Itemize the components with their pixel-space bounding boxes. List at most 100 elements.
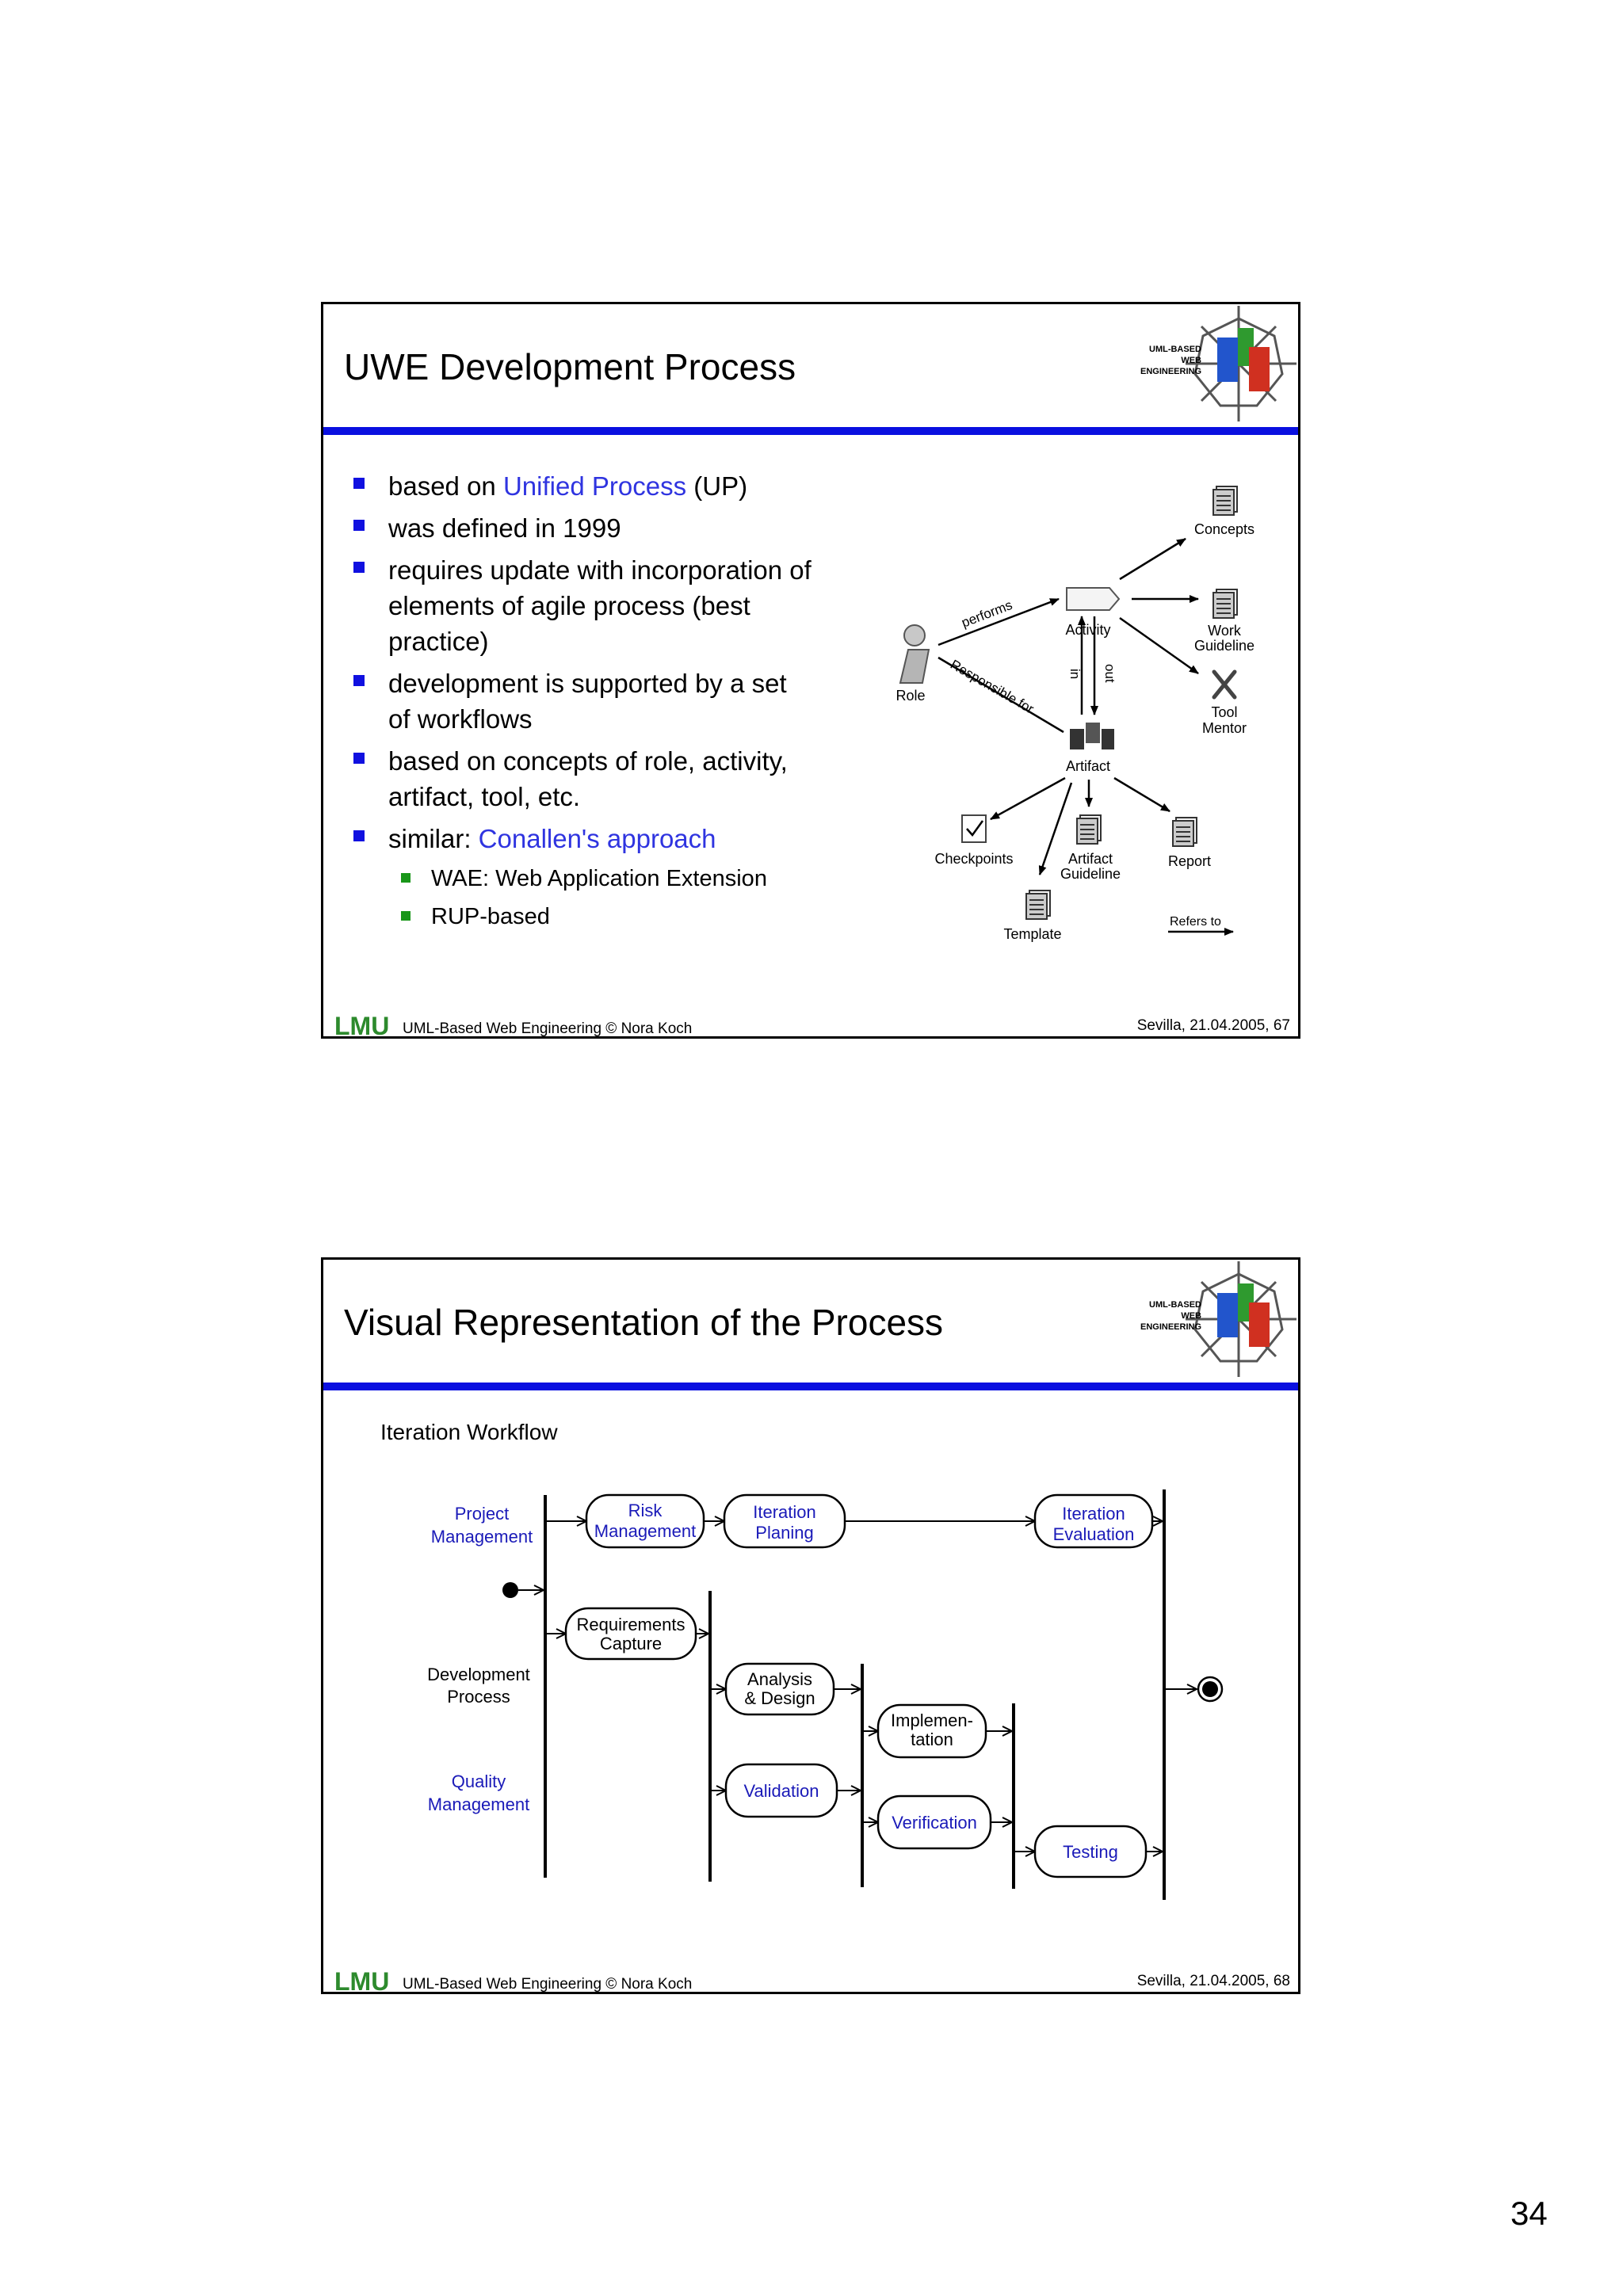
sub-bullet-square-icon	[401, 911, 411, 921]
tool-mentor-icon	[1212, 669, 1237, 700]
verification-label: Verification	[892, 1813, 977, 1833]
activity-to-concepts-arrow	[1119, 537, 1186, 581]
logo-line-2: WEB	[1181, 356, 1201, 365]
bullet-item: development is supported by a set of wor…	[352, 666, 812, 737]
logo-line-1: UML-BASED	[1149, 345, 1201, 354]
template-label: Template	[1003, 926, 1061, 942]
artifact-to-template-arrow	[1038, 782, 1073, 875]
responsible-for-label: Responsible for	[948, 657, 1037, 717]
conallens-approach-link[interactable]: Conallen's approach	[478, 824, 716, 853]
sub-bullet-item: RUP-based	[352, 901, 812, 933]
bullet-square-icon	[353, 753, 365, 764]
role-icon	[899, 624, 930, 684]
slide-title: UWE Development Process	[344, 346, 796, 387]
bullet-item: based on Unified Process (UP)	[352, 468, 812, 504]
iteration-workflow-caption: Iteration Workflow	[380, 1420, 558, 1444]
testing-node	[1033, 1825, 1148, 1878]
bullet-square-icon	[353, 675, 365, 686]
report-icon	[1172, 817, 1197, 847]
lmu-logo: LMU	[334, 1013, 389, 1036]
validation-node	[724, 1763, 838, 1818]
requirements-capture-label-2: Capture	[600, 1634, 662, 1653]
risk-management-label-2: Management	[594, 1521, 696, 1541]
iteration-planing-node	[723, 1493, 846, 1549]
artifact-guideline-label-1: Artifact	[1068, 851, 1113, 867]
footer-date-slide: Sevilla, 21.04.2005, 67	[1136, 1017, 1290, 1034]
bullet-square-icon	[353, 478, 365, 489]
work-guideline-icon	[1212, 589, 1238, 619]
lmu-logo-text: LMU	[334, 1013, 389, 1036]
report-label: Report	[1168, 853, 1211, 869]
tool-mentor-label-2: Mentor	[1202, 720, 1247, 736]
analysis-design-label-1: Analysis	[747, 1669, 812, 1689]
uwe-logo: UML-BASED WEB ENGINEERING	[1140, 306, 1296, 421]
bullet-square-icon	[353, 562, 365, 573]
lane-project-management-2: Management	[431, 1527, 533, 1547]
artifact-label: Artifact	[1066, 758, 1110, 774]
implementation-node	[876, 1703, 987, 1759]
logo-line-3: ENGINEERING	[1140, 367, 1201, 376]
artifact-guideline-icon	[1076, 814, 1102, 845]
concepts-icon	[1212, 486, 1238, 516]
bullet-item: similar: Conallen's approach	[352, 821, 812, 856]
performs-arrow	[938, 597, 1060, 646]
artifact-guideline-label-2: Guideline	[1060, 866, 1121, 882]
analysis-design-label-2: & Design	[744, 1688, 815, 1708]
work-guideline-label-2: Guideline	[1194, 638, 1254, 654]
activity-icon	[1066, 587, 1121, 611]
iteration-evaluation-node	[1033, 1493, 1154, 1549]
lmu-logo: LMU	[334, 1968, 389, 1992]
iteration-planing-label-2: Planing	[755, 1523, 813, 1543]
slide-uwe-development-process: UWE Development Process UML-BASED WEB EN…	[321, 302, 1300, 1039]
lane-development-process-2: Process	[447, 1687, 510, 1707]
slide-title: Visual Representation of the Process	[344, 1302, 944, 1343]
checkpoints-icon	[961, 814, 987, 843]
process-concepts-diagram: Role Activity Artifact Concepts Work Gui…	[896, 486, 1254, 942]
page-number: 34	[1510, 2195, 1548, 2232]
testing-label: Testing	[1063, 1842, 1118, 1862]
analysis-design-node	[724, 1662, 835, 1716]
in-label: in	[1067, 669, 1083, 679]
iteration-evaluation-label-1: Iteration	[1062, 1504, 1125, 1524]
logo-line-2: WEB	[1181, 1311, 1201, 1321]
verification-node	[876, 1794, 992, 1850]
sub-bullet-item: WAE: Web Application Extension	[352, 863, 812, 894]
implementation-label-1: Implemen-	[891, 1711, 973, 1730]
responsible-for-arrow	[938, 656, 1064, 734]
lane-project-management-1: Project	[455, 1504, 509, 1524]
sub-bullet-square-icon	[401, 873, 411, 883]
requirements-capture-label-1: Requirements	[577, 1615, 685, 1634]
activity-label: Activity	[1065, 622, 1110, 638]
artifact-to-report-arrow	[1113, 776, 1170, 813]
logo-line-3: ENGINEERING	[1140, 1322, 1201, 1332]
bullet-list: based on Unified Process (UP) was define…	[352, 468, 812, 939]
checkpoints-label: Checkpoints	[934, 851, 1013, 867]
out-label: out	[1102, 664, 1117, 683]
iteration-planing-label-1: Iteration	[753, 1502, 816, 1522]
footer-author: UML-Based Web Engineering © Nora Koch	[403, 1020, 693, 1037]
refers-to-label: Refers to	[1170, 915, 1221, 929]
unified-process-link[interactable]: Unified Process	[502, 471, 687, 501]
risk-management-label-1: Risk	[628, 1501, 663, 1520]
artifact-to-checkpoints-arrow	[990, 776, 1066, 821]
lmu-logo-text: LMU	[334, 1968, 389, 1992]
bullet-item: was defined in 1999	[352, 510, 812, 546]
bullet-item: based on concepts of role, activity, art…	[352, 743, 812, 814]
work-guideline-label-1: Work	[1208, 623, 1242, 639]
iteration-workflow-diagram: Project Management Development Process Q…	[427, 1489, 1224, 1900]
validation-label: Validation	[744, 1781, 819, 1801]
slide-visual-representation: Visual Representation of the Process UML…	[321, 1257, 1300, 1994]
lane-quality-management-1: Quality	[452, 1772, 506, 1791]
final-state	[1197, 1676, 1224, 1703]
footer-date-slide: Sevilla, 21.04.2005, 68	[1136, 1973, 1290, 1989]
implementation-label-2: tation	[911, 1730, 953, 1749]
title-rule	[323, 427, 1298, 435]
logo-line-1: UML-BASED	[1149, 1300, 1201, 1310]
footer-author: UML-Based Web Engineering © Nora Koch	[403, 1976, 693, 1993]
lane-development-process-1: Development	[427, 1665, 530, 1684]
bullet-square-icon	[353, 520, 365, 531]
tool-mentor-label-1: Tool	[1211, 704, 1237, 720]
initial-state	[502, 1582, 518, 1598]
artifact-icon	[1070, 723, 1114, 749]
title-rule	[323, 1383, 1298, 1390]
